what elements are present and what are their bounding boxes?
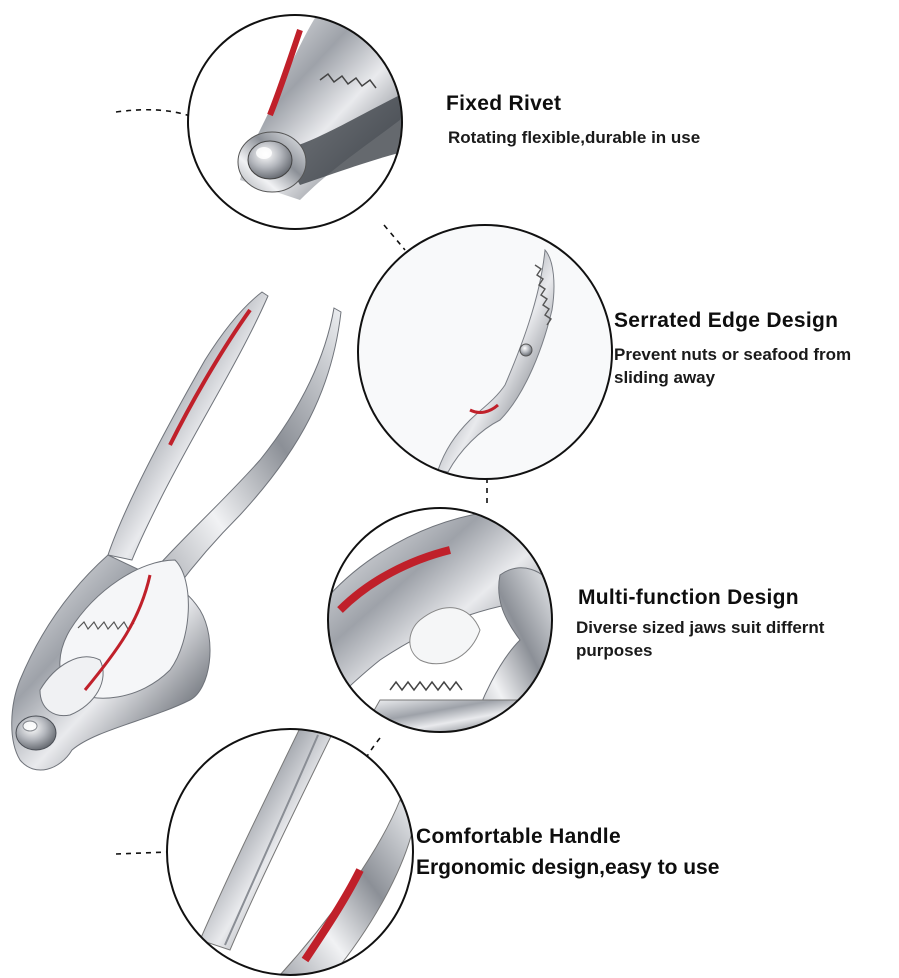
feature-title-comfortable-handle: Comfortable Handle [416, 825, 621, 848]
feature-desc-fixed-rivet: Rotating flexible,durable in use [448, 128, 701, 147]
circle-fixed-rivet [188, 15, 402, 229]
feature-desc-serrated-edge: Prevent nuts or seafood from sliding awa… [614, 345, 852, 387]
feature-title-multi-function: Multi-function Design [578, 586, 799, 609]
circle-comfortable-handle [167, 729, 413, 975]
feature-title-fixed-rivet: Fixed Rivet [446, 92, 562, 115]
nutcracker [11, 291, 342, 771]
feature-title-serrated-edge: Serrated Edge Design [614, 309, 839, 332]
feature-desc-comfortable-handle: Ergonomic design,easy to use [416, 856, 720, 879]
feature-desc-multi-function: Diverse sized jaws suit differnt purpose… [576, 618, 825, 660]
circle-serrated-edge [358, 225, 612, 479]
circle-multi-function [328, 508, 552, 732]
